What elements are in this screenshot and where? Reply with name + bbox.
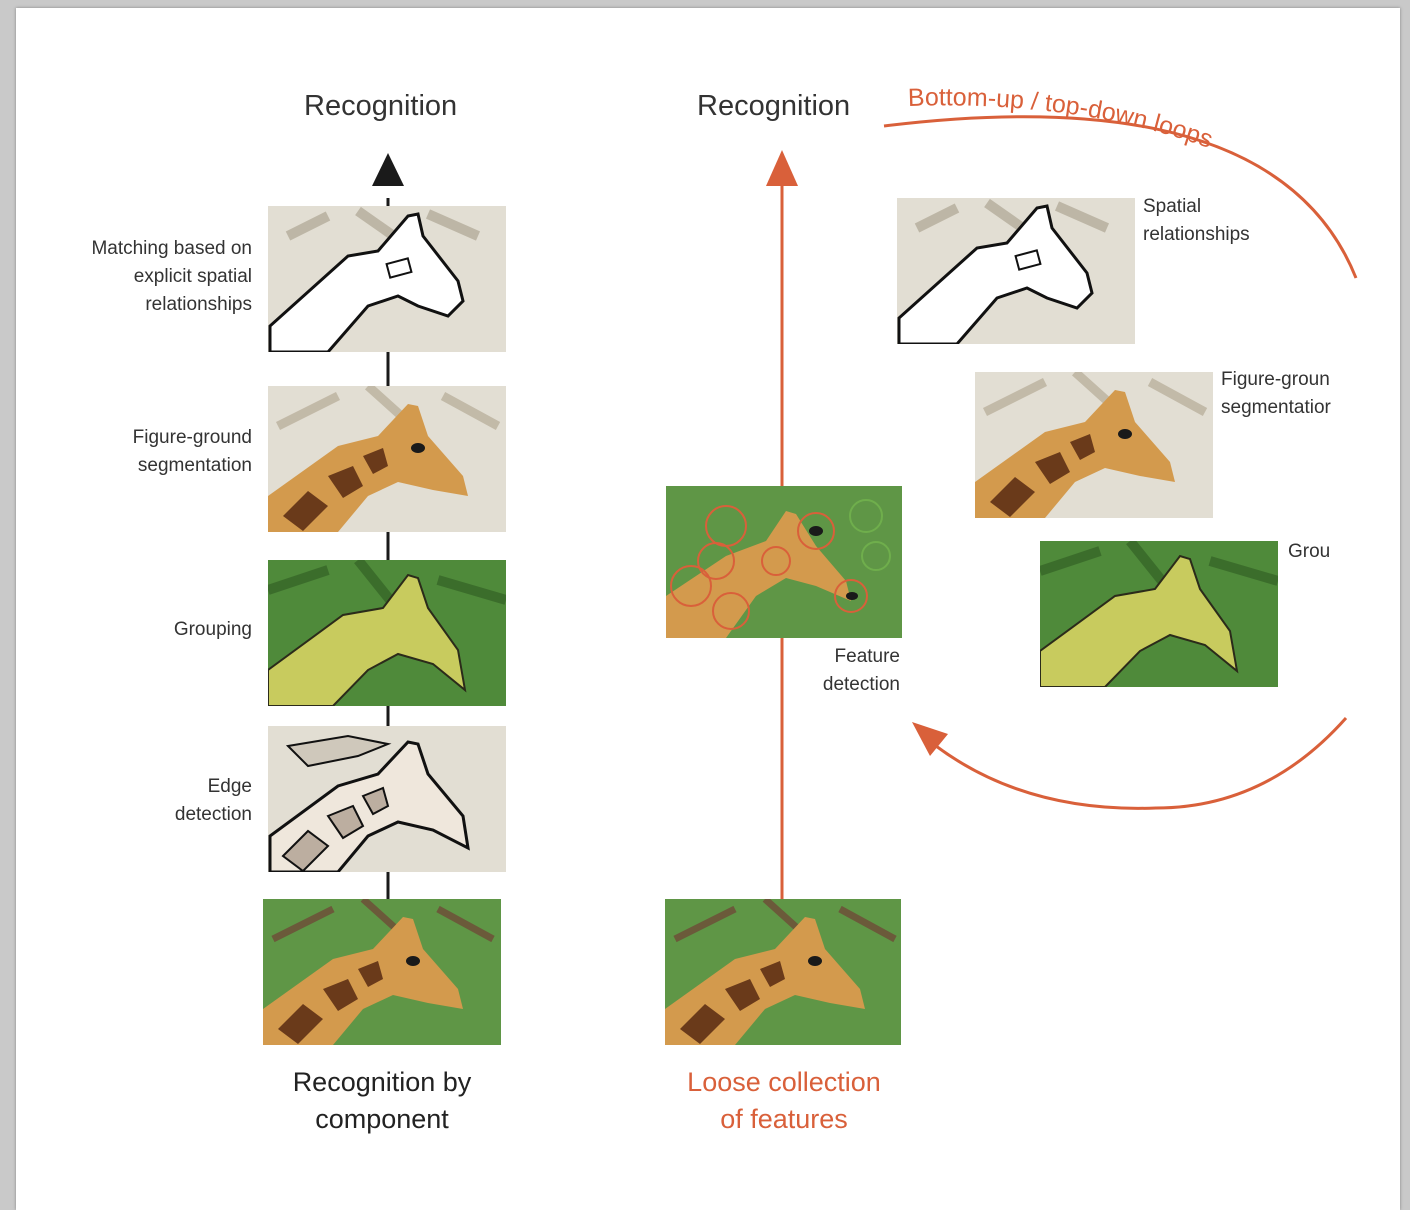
feature-detection-label: Feature detection — [776, 643, 900, 699]
middle-up-arrow-icon — [766, 150, 798, 186]
left-stage-label-figure-ground: Figure-ground segmentation — [56, 424, 252, 480]
left-stage-label-grouping: Grouping — [56, 616, 252, 644]
label-line: explicit spatial — [56, 263, 252, 291]
right-spatial-label: Spatial relationships — [1143, 193, 1303, 249]
left-stage-label-matching: Matching based on explicit spatial relat… — [56, 235, 252, 319]
caption-line: Loose collection — [654, 1064, 914, 1101]
label-line: segmentatior — [1221, 394, 1351, 422]
label-line: relationships — [56, 291, 252, 319]
left-edge-detection-image — [268, 726, 506, 872]
label-line: Spatial — [1143, 193, 1303, 221]
label-line: Figure-ground — [56, 424, 252, 452]
label-line: Edge — [56, 773, 252, 801]
left-recognition-title: Recognition — [304, 90, 457, 123]
right-spatial-image — [897, 198, 1135, 344]
left-outline-image — [268, 206, 506, 352]
caption-line: component — [252, 1101, 512, 1138]
middle-feature-detection-image — [666, 486, 902, 638]
right-figure-ground-image — [975, 372, 1213, 518]
label-line: relationships — [1143, 221, 1303, 249]
page-canvas: Recognition Matching based on explicit s… — [16, 8, 1400, 1210]
loop-label-text: Bottom-up / top-down loops — [908, 83, 1217, 153]
caption-line: of features — [654, 1101, 914, 1138]
left-figure-ground-image — [268, 386, 506, 532]
label-line: Grouping — [56, 616, 252, 644]
left-caption: Recognition by component — [252, 1064, 512, 1138]
left-grouping-image — [268, 560, 506, 706]
label-line: detection — [56, 801, 252, 829]
loop-label: Bottom-up / top-down loops — [896, 78, 1376, 218]
middle-recognition-title: Recognition — [697, 90, 850, 123]
label-line: Feature — [776, 643, 900, 671]
right-grouping-label: Grou — [1288, 538, 1358, 566]
middle-photo-image — [665, 899, 901, 1045]
label-line: segmentation — [56, 452, 252, 480]
left-up-arrow-icon — [372, 153, 404, 186]
right-grouping-image — [1040, 541, 1278, 687]
right-figure-ground-label: Figure-groun segmentatior — [1221, 366, 1351, 422]
left-stage-label-edge: Edge detection — [56, 773, 252, 829]
middle-caption: Loose collection of features — [654, 1064, 914, 1138]
label-line: Figure-groun — [1221, 366, 1351, 394]
label-line: detection — [776, 671, 900, 699]
left-photo-image — [263, 899, 501, 1045]
label-line: Grou — [1288, 538, 1358, 566]
svg-text:Bottom-up / top-down loops: Bottom-up / top-down loops — [908, 83, 1217, 153]
label-line: Matching based on — [56, 235, 252, 263]
loop-arc-bottom — [936, 718, 1346, 808]
caption-line: Recognition by — [252, 1064, 512, 1101]
